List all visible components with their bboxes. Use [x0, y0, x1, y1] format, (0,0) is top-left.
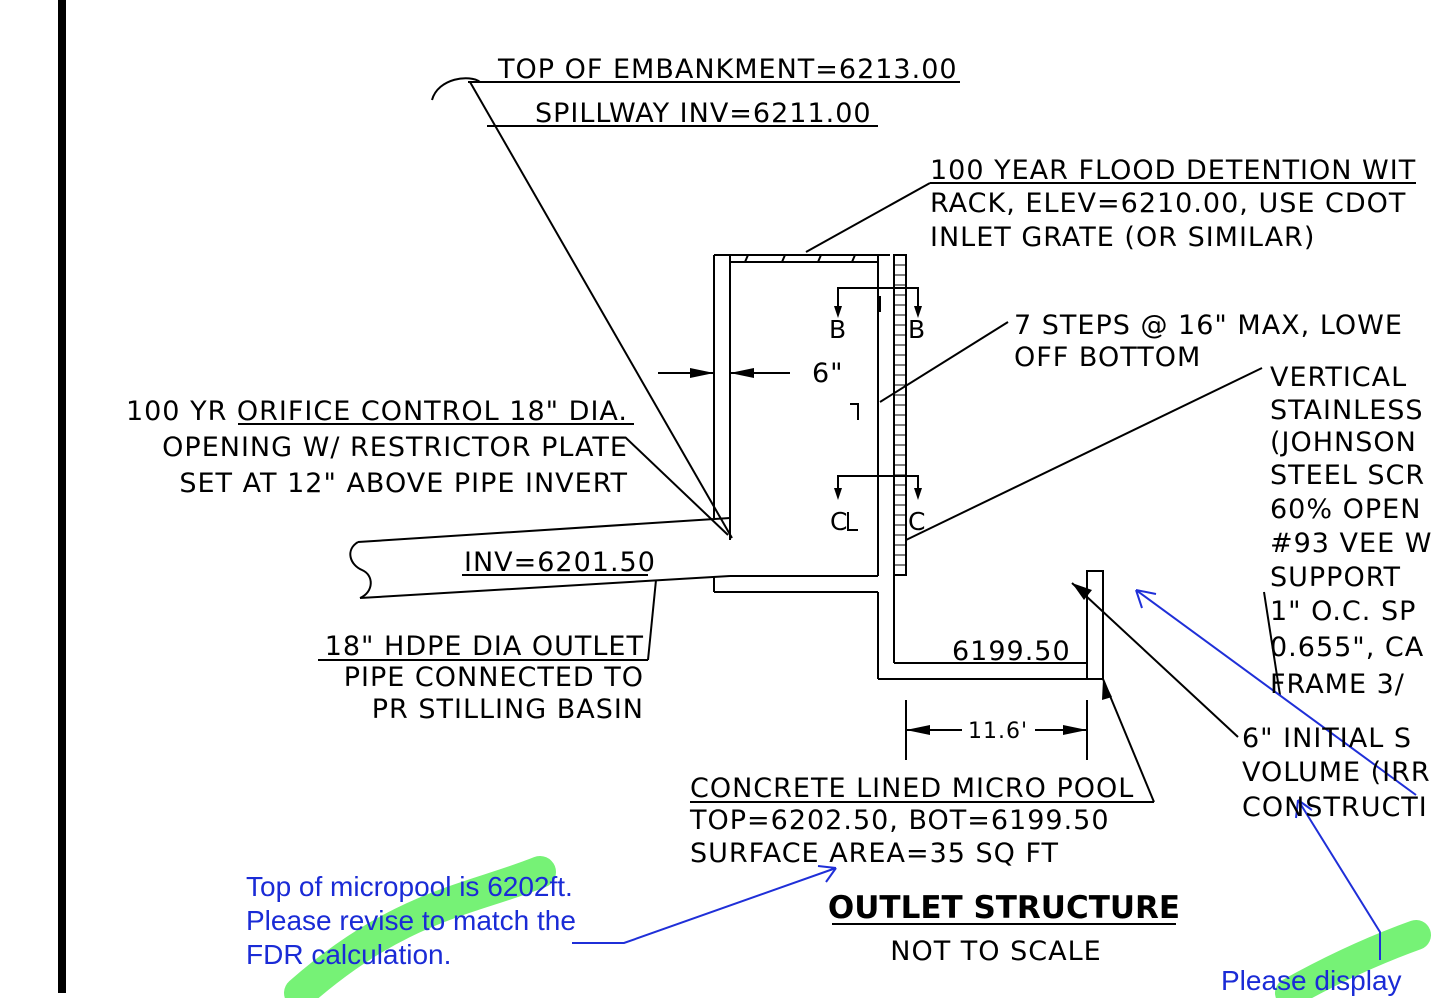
label-pool-bottom-elev: 6199.50 [952, 636, 1071, 667]
label-flood-detention-3: INLET GRATE (OR SIMILAR) [930, 222, 1315, 253]
screen-note-line: STAINLESS [1270, 395, 1424, 426]
section-c-stub [847, 403, 859, 531]
label-flood-detention-1: 100 YEAR FLOOD DETENTION WIT [930, 155, 1416, 186]
arrowhead-micropool [1102, 679, 1112, 700]
pipe-break-symbol [349, 541, 372, 599]
section-c-right-marker [866, 475, 919, 494]
leader-micropool [1102, 678, 1155, 803]
arrowhead-section-b-right [914, 306, 922, 318]
grate-bars [744, 254, 856, 263]
label-steps-1: 7 STEPS @ 16" MAX, LOWE [1014, 310, 1403, 341]
screen-note-line: #93 VEE W [1270, 528, 1432, 559]
label-micropool-3: SURFACE AREA=35 SQ FT [690, 838, 1059, 869]
screen-note-line: 1" O.C. SP [1270, 596, 1416, 627]
arrowhead-wall-left [690, 368, 714, 378]
review-comment-micropool[interactable]: Top of micropool is 6202ft. Please revis… [246, 871, 576, 970]
screen-note-line: 0.655", CA [1270, 632, 1424, 663]
label-inv: INV=6201.50 [464, 547, 656, 578]
arrowhead-section-c-left [834, 488, 842, 500]
leader-flood-detention [805, 182, 931, 253]
label-orifice-1: 100 YR ORIFICE CONTROL 18" DIA. [126, 396, 628, 427]
embankment-curve [431, 77, 481, 101]
screen-frame-line [1263, 591, 1281, 696]
pipe-bottom [359, 575, 731, 599]
label-pool-width: 11.6' [968, 719, 1028, 744]
screen-note-line: SUPPORT [1270, 562, 1401, 593]
label-wall-thickness: 6" [812, 358, 844, 389]
leader-screen [905, 367, 1263, 541]
drawing-subtitle: NOT TO SCALE [890, 936, 1101, 967]
review-comment-display[interactable]: Please display [1221, 965, 1402, 996]
section-b-left-marker [837, 287, 866, 312]
comment-arrow-right-a [1135, 589, 1417, 796]
label-section-c-right: C [908, 507, 926, 536]
label-section-b-left: B [829, 315, 847, 344]
comment-arrow-right-b-head [1295, 799, 1313, 819]
label-orifice-2: OPENING W/ RESTRICTOR PLATE [162, 432, 628, 463]
screen-note: VERTICAL STAINLESS (JOHNSON STEEL SCR 60… [1270, 362, 1432, 700]
arrowheads [690, 306, 1112, 735]
arrowhead-section-b-left [834, 306, 842, 318]
screen-note-line: VERTICAL [1270, 362, 1407, 393]
screen-note-line: FRAME 3/ [1270, 669, 1405, 700]
label-micropool-1: CONCRETE LINED MICRO POOL [690, 773, 1134, 804]
leader-steps [879, 321, 1009, 403]
label-surcharge-1: 6" INITIAL S [1242, 723, 1412, 754]
label-surcharge-2: VOLUME (IRR [1242, 757, 1431, 788]
highlight-stroke-left [284, 856, 556, 998]
arrowhead-pool-right [1063, 725, 1087, 735]
outlet-structure-drawing: TOP OF EMBANKMENT=6213.00 SPILLWAY INV=6… [58, 0, 1431, 998]
arrowhead-wall-right [730, 368, 754, 378]
comment-arrow-right-a-head [1135, 589, 1157, 609]
comment-arrows [572, 589, 1417, 960]
leader-pipe [647, 579, 657, 661]
highlighter-marks [284, 856, 1431, 998]
screen-note-line: 60% OPEN [1270, 494, 1421, 525]
label-spillway-inv: SPILLWAY INV=6211.00 [535, 98, 872, 129]
drawing-title: OUTLET STRUCTURE [828, 890, 1180, 926]
embankment-slope [469, 81, 733, 539]
label-surcharge-3: CONSTRUCTI [1242, 792, 1428, 823]
label-section-c-left: C [830, 507, 848, 536]
pool-right-wall [1086, 570, 1104, 680]
label-flood-detention-2: RACK, ELEV=6210.00, USE CDOT [930, 188, 1406, 219]
label-pipe-1: 18" HDPE DIA OUTLET [325, 631, 644, 662]
label-steps-2: OFF BOTTOM [1014, 342, 1201, 373]
arrowhead-surcharge [1072, 583, 1092, 600]
highlight-stroke-right [1275, 920, 1431, 998]
section-b-right-marker [866, 287, 919, 312]
arrowhead-section-c-right [914, 488, 922, 500]
label-pipe-2: PIPE CONNECTED TO [344, 662, 644, 693]
leader-orifice [624, 436, 729, 536]
label-section-b-right: B [908, 315, 926, 344]
comment-arrow-right-b [1297, 799, 1381, 960]
arrowhead-pool-left [906, 725, 930, 735]
step-rungs [894, 264, 906, 566]
sheet-border-left [58, 0, 66, 993]
label-top-embankment: TOP OF EMBANKMENT=6213.00 [497, 54, 958, 85]
label-orifice-3: SET AT 12" ABOVE PIPE INVERT [179, 468, 628, 499]
pipe-top [357, 517, 731, 543]
section-c-left-marker [837, 475, 866, 494]
screen-note-line: STEEL SCR [1270, 460, 1425, 491]
comment-arrow-left [572, 867, 837, 944]
screen-note-line: (JOHNSON [1270, 427, 1417, 458]
label-micropool-2: TOP=6202.50, BOT=6199.50 [689, 805, 1110, 836]
label-pipe-3: PR STILLING BASIN [372, 694, 644, 725]
comment-arrow-left-head [817, 865, 837, 883]
leader-initial-surcharge [1071, 582, 1239, 738]
